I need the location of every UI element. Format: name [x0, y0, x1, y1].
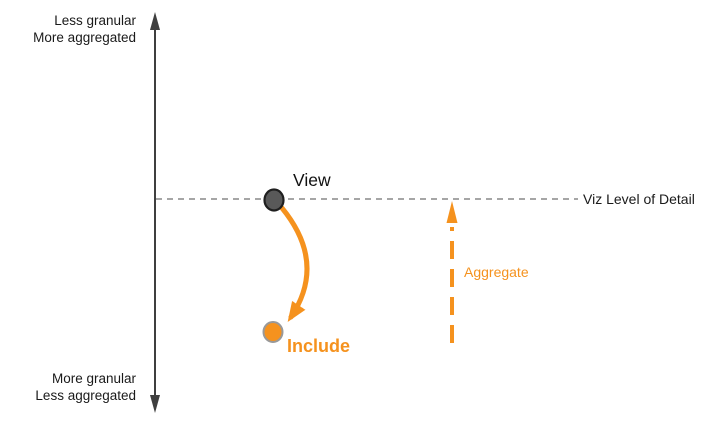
view-node-dot — [263, 188, 285, 212]
viz-level-of-detail-label: Viz Level of Detail — [583, 191, 695, 207]
view-to-include-curved-arrow — [279, 205, 310, 322]
aggregate-arrow-up-arrowhead-icon — [446, 201, 458, 223]
granularity-axis-up-arrowhead-icon — [150, 12, 160, 30]
axis-label-top: Less granular More aggregated — [0, 12, 136, 46]
axis-label-bottom-line1: More granular — [51, 371, 136, 386]
granularity-axis-arrow — [150, 12, 160, 413]
axis-label-bottom: More granular Less aggregated — [0, 370, 136, 404]
include-node-label: Include — [287, 336, 351, 356]
view-node-label: View — [293, 170, 331, 190]
granularity-axis-down-arrowhead-icon — [150, 395, 160, 413]
axis-label-bottom-line2: Less aggregated — [35, 388, 136, 403]
aggregate-arrow-label: Aggregate — [464, 264, 529, 280]
aggregate-dashed-arrow — [446, 201, 458, 343]
axis-label-top-line2: More aggregated — [33, 30, 136, 45]
axis-label-top-line1: Less granular — [54, 13, 136, 28]
include-node-dot — [262, 321, 284, 343]
